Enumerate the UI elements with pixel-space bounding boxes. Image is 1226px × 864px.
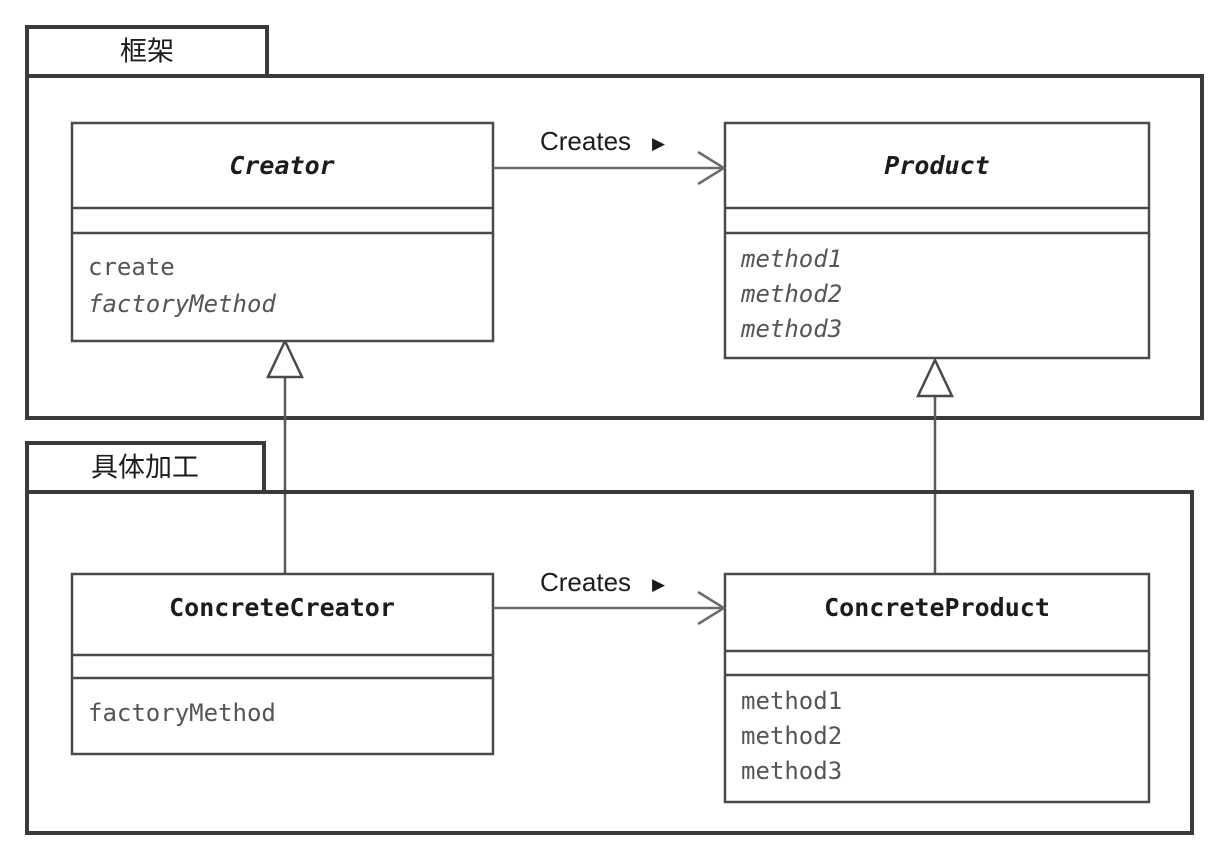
class-concrete-product-operation-method3: method3 [741,757,842,785]
association-label-creates: Creates [540,126,631,156]
package-concrete-tab [25,441,266,494]
association-direction-triangle-icon: ▶ [652,575,666,595]
class-creator-operation-factorymethod: factoryMethod [88,290,276,318]
class-concrete-product-box [723,572,1151,804]
generalization-concretecreator-to-creator[interactable] [266,338,304,574]
package-framework-body [25,74,1204,420]
class-concrete-product-operation-method1: method1 [741,687,842,715]
class-product[interactable]: Product method1 method2 method3 [723,121,1151,360]
package-framework[interactable]: 框架 [25,25,1204,420]
association-open-arrowhead-icon [697,590,727,626]
association-creator-creates-product[interactable]: Creates ▶ [493,126,727,186]
class-creator[interactable]: Creator create factoryMethod [70,121,495,343]
class-concrete-creator-title: ConcreteCreator [169,593,395,622]
class-concrete-creator[interactable]: ConcreteCreator factoryMethod [70,572,495,756]
generalization-hollow-triangle-icon [266,338,304,379]
association-open-arrowhead-icon [697,150,727,186]
package-concrete[interactable]: 具体加工 [25,441,1194,835]
class-concrete-creator-operation-factorymethod: factoryMethod [88,699,276,727]
class-product-operation-method3: method3 [740,315,842,343]
class-creator-title: Creator [229,151,334,180]
class-creator-operation-create: create [88,253,175,281]
association-label-creates: Creates [540,567,631,597]
class-product-operation-method1: method1 [740,245,842,273]
generalization-hollow-triangle-icon [916,357,954,398]
class-concrete-product-operation-method2: method2 [741,722,842,750]
generalization-concreteproduct-to-product[interactable] [916,357,954,574]
package-concrete-body [25,490,1194,835]
class-concrete-product-title: ConcreteProduct [824,593,1050,622]
package-concrete-label: 具体加工 [91,453,199,484]
association-direction-triangle-icon: ▶ [652,134,666,154]
package-framework-tab [25,25,269,78]
class-concrete-product[interactable]: ConcreteProduct method1 method2 method3 [723,572,1151,804]
class-product-title: Product [884,151,989,180]
class-product-box [723,121,1151,360]
class-product-operation-method2: method2 [740,280,842,308]
package-framework-label: 框架 [120,37,174,68]
class-concrete-creator-box [70,572,495,756]
association-concretecreator-creates-concreteproduct[interactable]: Creates ▶ [493,567,727,626]
